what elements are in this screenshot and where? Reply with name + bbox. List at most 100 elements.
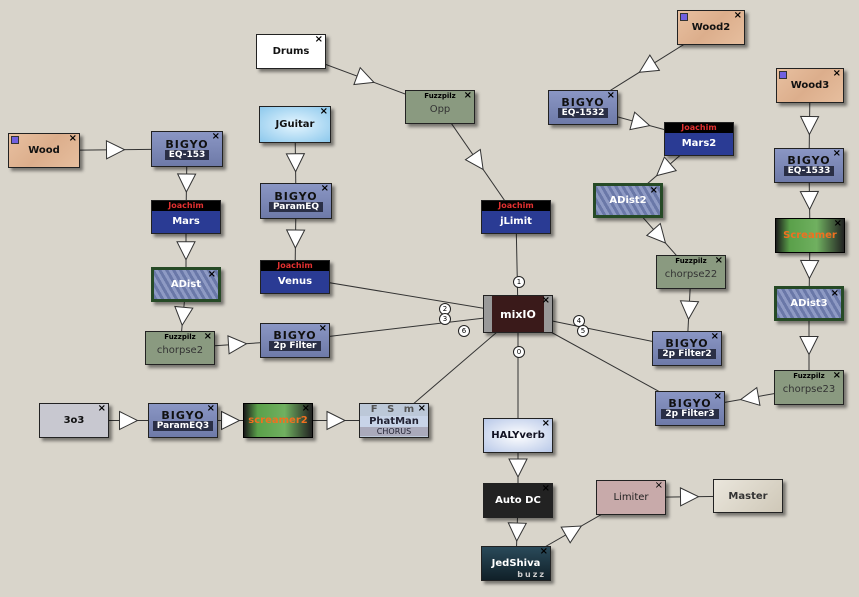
mute-led[interactable] — [779, 71, 787, 79]
connection-arrow-icon[interactable] — [799, 336, 819, 356]
machine-wood3[interactable]: Wood3× — [776, 68, 844, 103]
connection-arrow-icon[interactable] — [326, 410, 347, 431]
close-icon[interactable]: × — [68, 133, 77, 144]
close-icon[interactable]: × — [301, 403, 310, 414]
close-icon[interactable]: × — [832, 148, 841, 159]
connection-arrow-icon[interactable] — [645, 222, 672, 249]
close-icon[interactable]: × — [319, 106, 328, 117]
close-icon[interactable]: × — [541, 295, 550, 306]
connection-arrow-icon[interactable] — [176, 241, 196, 261]
machine-master[interactable]: Master — [713, 479, 783, 513]
machine-tb303[interactable]: 3o3× — [39, 403, 109, 438]
machine-brand: BIGYO — [665, 337, 709, 350]
machine-wood[interactable]: Wood× — [8, 133, 80, 168]
connection-arrow-icon[interactable] — [105, 140, 126, 160]
connection-arrow-icon[interactable] — [799, 259, 820, 280]
connection-arrow-icon[interactable] — [227, 335, 248, 355]
machine-wood2[interactable]: Wood2× — [677, 10, 745, 45]
wire-filter2p-mixio[interactable] — [294, 313, 519, 341]
connection-arrow-icon[interactable] — [285, 153, 306, 173]
close-icon[interactable]: × — [203, 331, 212, 342]
connection-arrow-icon[interactable] — [285, 229, 306, 250]
connection-arrow-icon[interactable] — [799, 115, 820, 136]
close-icon[interactable]: × — [207, 269, 216, 280]
machine-limiter[interactable]: Limiter× — [596, 480, 666, 515]
machine-autodc[interactable]: Auto DC× — [483, 483, 553, 518]
connection-arrow-icon[interactable] — [353, 66, 377, 91]
machine-mixio[interactable]: mixIO× — [483, 295, 553, 333]
close-icon[interactable]: × — [833, 218, 842, 229]
close-icon[interactable]: × — [211, 131, 220, 142]
close-icon[interactable]: × — [722, 122, 731, 133]
close-icon[interactable]: × — [209, 200, 218, 211]
close-icon[interactable]: × — [832, 68, 841, 79]
machine-adist[interactable]: ADist× — [151, 267, 221, 302]
close-icon[interactable]: × — [649, 185, 658, 196]
machine-drums[interactable]: Drums× — [256, 34, 326, 69]
close-icon[interactable]: × — [710, 331, 719, 342]
close-icon[interactable]: × — [539, 546, 548, 557]
wire-venus-mixio[interactable] — [294, 276, 519, 315]
machine-jguitar[interactable]: JGuitar× — [259, 106, 331, 143]
connection-arrow-icon[interactable] — [560, 518, 586, 544]
close-icon[interactable]: × — [654, 480, 663, 491]
close-icon[interactable]: × — [97, 403, 106, 414]
close-icon[interactable]: × — [314, 34, 323, 45]
machine-halyverb[interactable]: HALYverb× — [483, 418, 553, 453]
connection-arrow-icon[interactable] — [464, 148, 490, 174]
connection-arrow-icon[interactable] — [651, 156, 678, 182]
connection-arrow-icon[interactable] — [176, 173, 197, 194]
connection-arrow-icon[interactable] — [739, 386, 761, 409]
connection-arrow-icon[interactable] — [221, 410, 241, 431]
connection-arrow-icon[interactable] — [679, 300, 700, 321]
connection-arrow-icon[interactable] — [507, 522, 528, 543]
connection-arrow-icon[interactable] — [119, 410, 139, 431]
close-icon[interactable]: × — [713, 391, 722, 402]
close-icon[interactable]: × — [463, 90, 472, 101]
close-icon[interactable]: × — [206, 403, 215, 414]
connection-arrow-icon[interactable] — [629, 111, 652, 134]
machine-screamer2[interactable]: screamer2× — [243, 403, 313, 438]
close-icon[interactable]: × — [733, 10, 742, 21]
machine-name: EQ-153 — [164, 149, 210, 160]
machine-adist3[interactable]: ADist3× — [774, 286, 844, 321]
connection-arrow-icon[interactable] — [799, 190, 820, 211]
close-icon[interactable]: × — [714, 255, 723, 266]
machine-screamer[interactable]: Screamer× — [775, 218, 845, 253]
close-icon[interactable]: × — [606, 90, 615, 101]
connection-arrow-icon[interactable] — [635, 54, 661, 80]
close-icon[interactable]: × — [832, 370, 841, 381]
close-icon[interactable]: × — [318, 260, 327, 271]
connection-arrow-icon[interactable] — [173, 305, 194, 327]
close-icon[interactable]: × — [320, 183, 329, 194]
close-icon[interactable]: × — [830, 288, 839, 299]
close-icon[interactable]: × — [318, 323, 327, 334]
close-icon[interactable]: × — [539, 200, 548, 211]
close-icon[interactable]: × — [541, 483, 550, 494]
connection-arrow-icon[interactable] — [679, 487, 700, 507]
close-icon[interactable]: × — [541, 418, 550, 429]
close-icon[interactable]: × — [417, 403, 426, 414]
mute-led[interactable] — [680, 13, 688, 21]
machine-adist2[interactable]: ADist2× — [593, 183, 663, 218]
mute-led[interactable] — [11, 136, 19, 144]
connection-arrow-icon[interactable] — [508, 458, 528, 479]
